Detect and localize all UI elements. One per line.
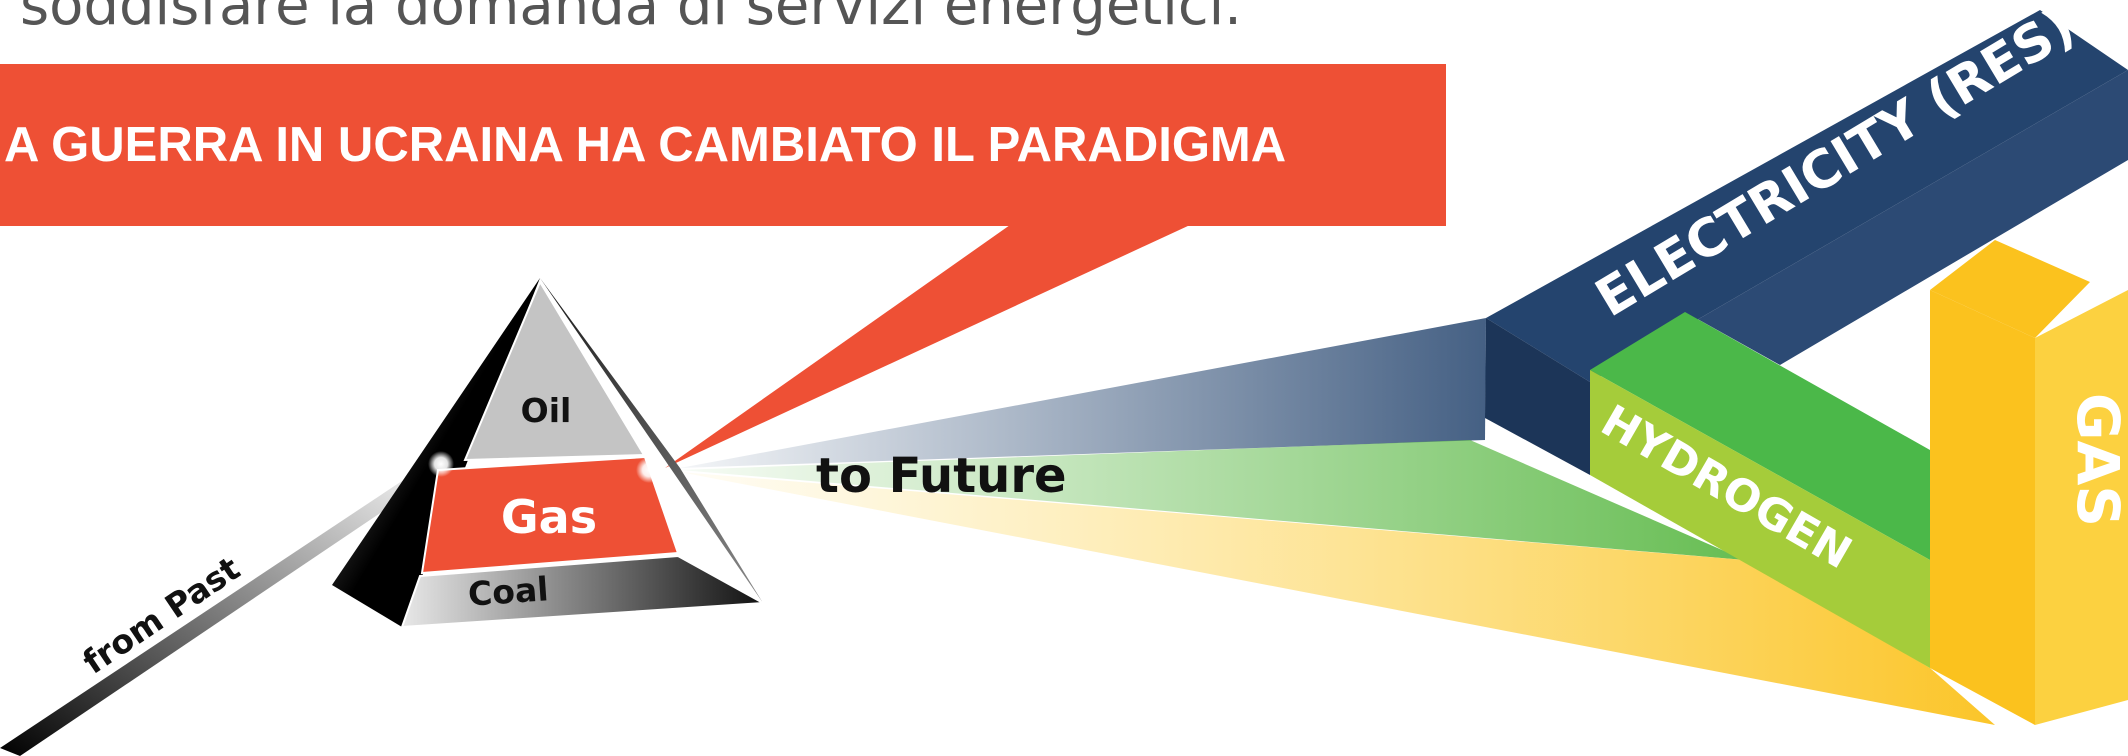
pyramid-oil-layer [463,279,646,462]
energy-pyramid: Oil Gas Coal [332,278,767,629]
gas-beam [680,472,1995,725]
hydrogen-bar-face [1590,370,1930,668]
gas-bar-front [1930,290,2035,725]
callout-banner-text: A GUERRA IN UCRAINA HA CAMBIATO IL PARAD… [4,118,1286,172]
hydrogen-bar-top [1590,312,1930,560]
future-beam-label: to Future [816,448,1067,504]
hydrogen-beam [680,440,1745,560]
pyramid-oil-label: Oil [521,391,572,430]
electricity-bar-underside [1590,70,2128,382]
pyramid-gas-layer [420,455,680,575]
gas-bar-top [1930,240,2090,338]
past-beam [0,457,447,756]
callout-banner [0,64,1446,226]
callout-pointer [665,225,1190,468]
gas-bar-label: GAS [2064,393,2128,527]
exit-light-point [636,457,662,483]
gas-bar-side [2035,290,2128,725]
pyramid-coal-label: Coal [467,569,550,614]
electricity-bar-front [1485,318,1590,475]
entry-light-point [428,451,454,477]
pyramid-coal-layer [400,554,767,629]
pyramid-gas-label: Gas [501,490,597,544]
electricity-bar-top [1486,10,2128,382]
page-heading: soddisfare la domanda di servizi energet… [20,0,1242,38]
electricity-beam [680,318,1486,468]
pyramid-right-face [540,278,763,603]
